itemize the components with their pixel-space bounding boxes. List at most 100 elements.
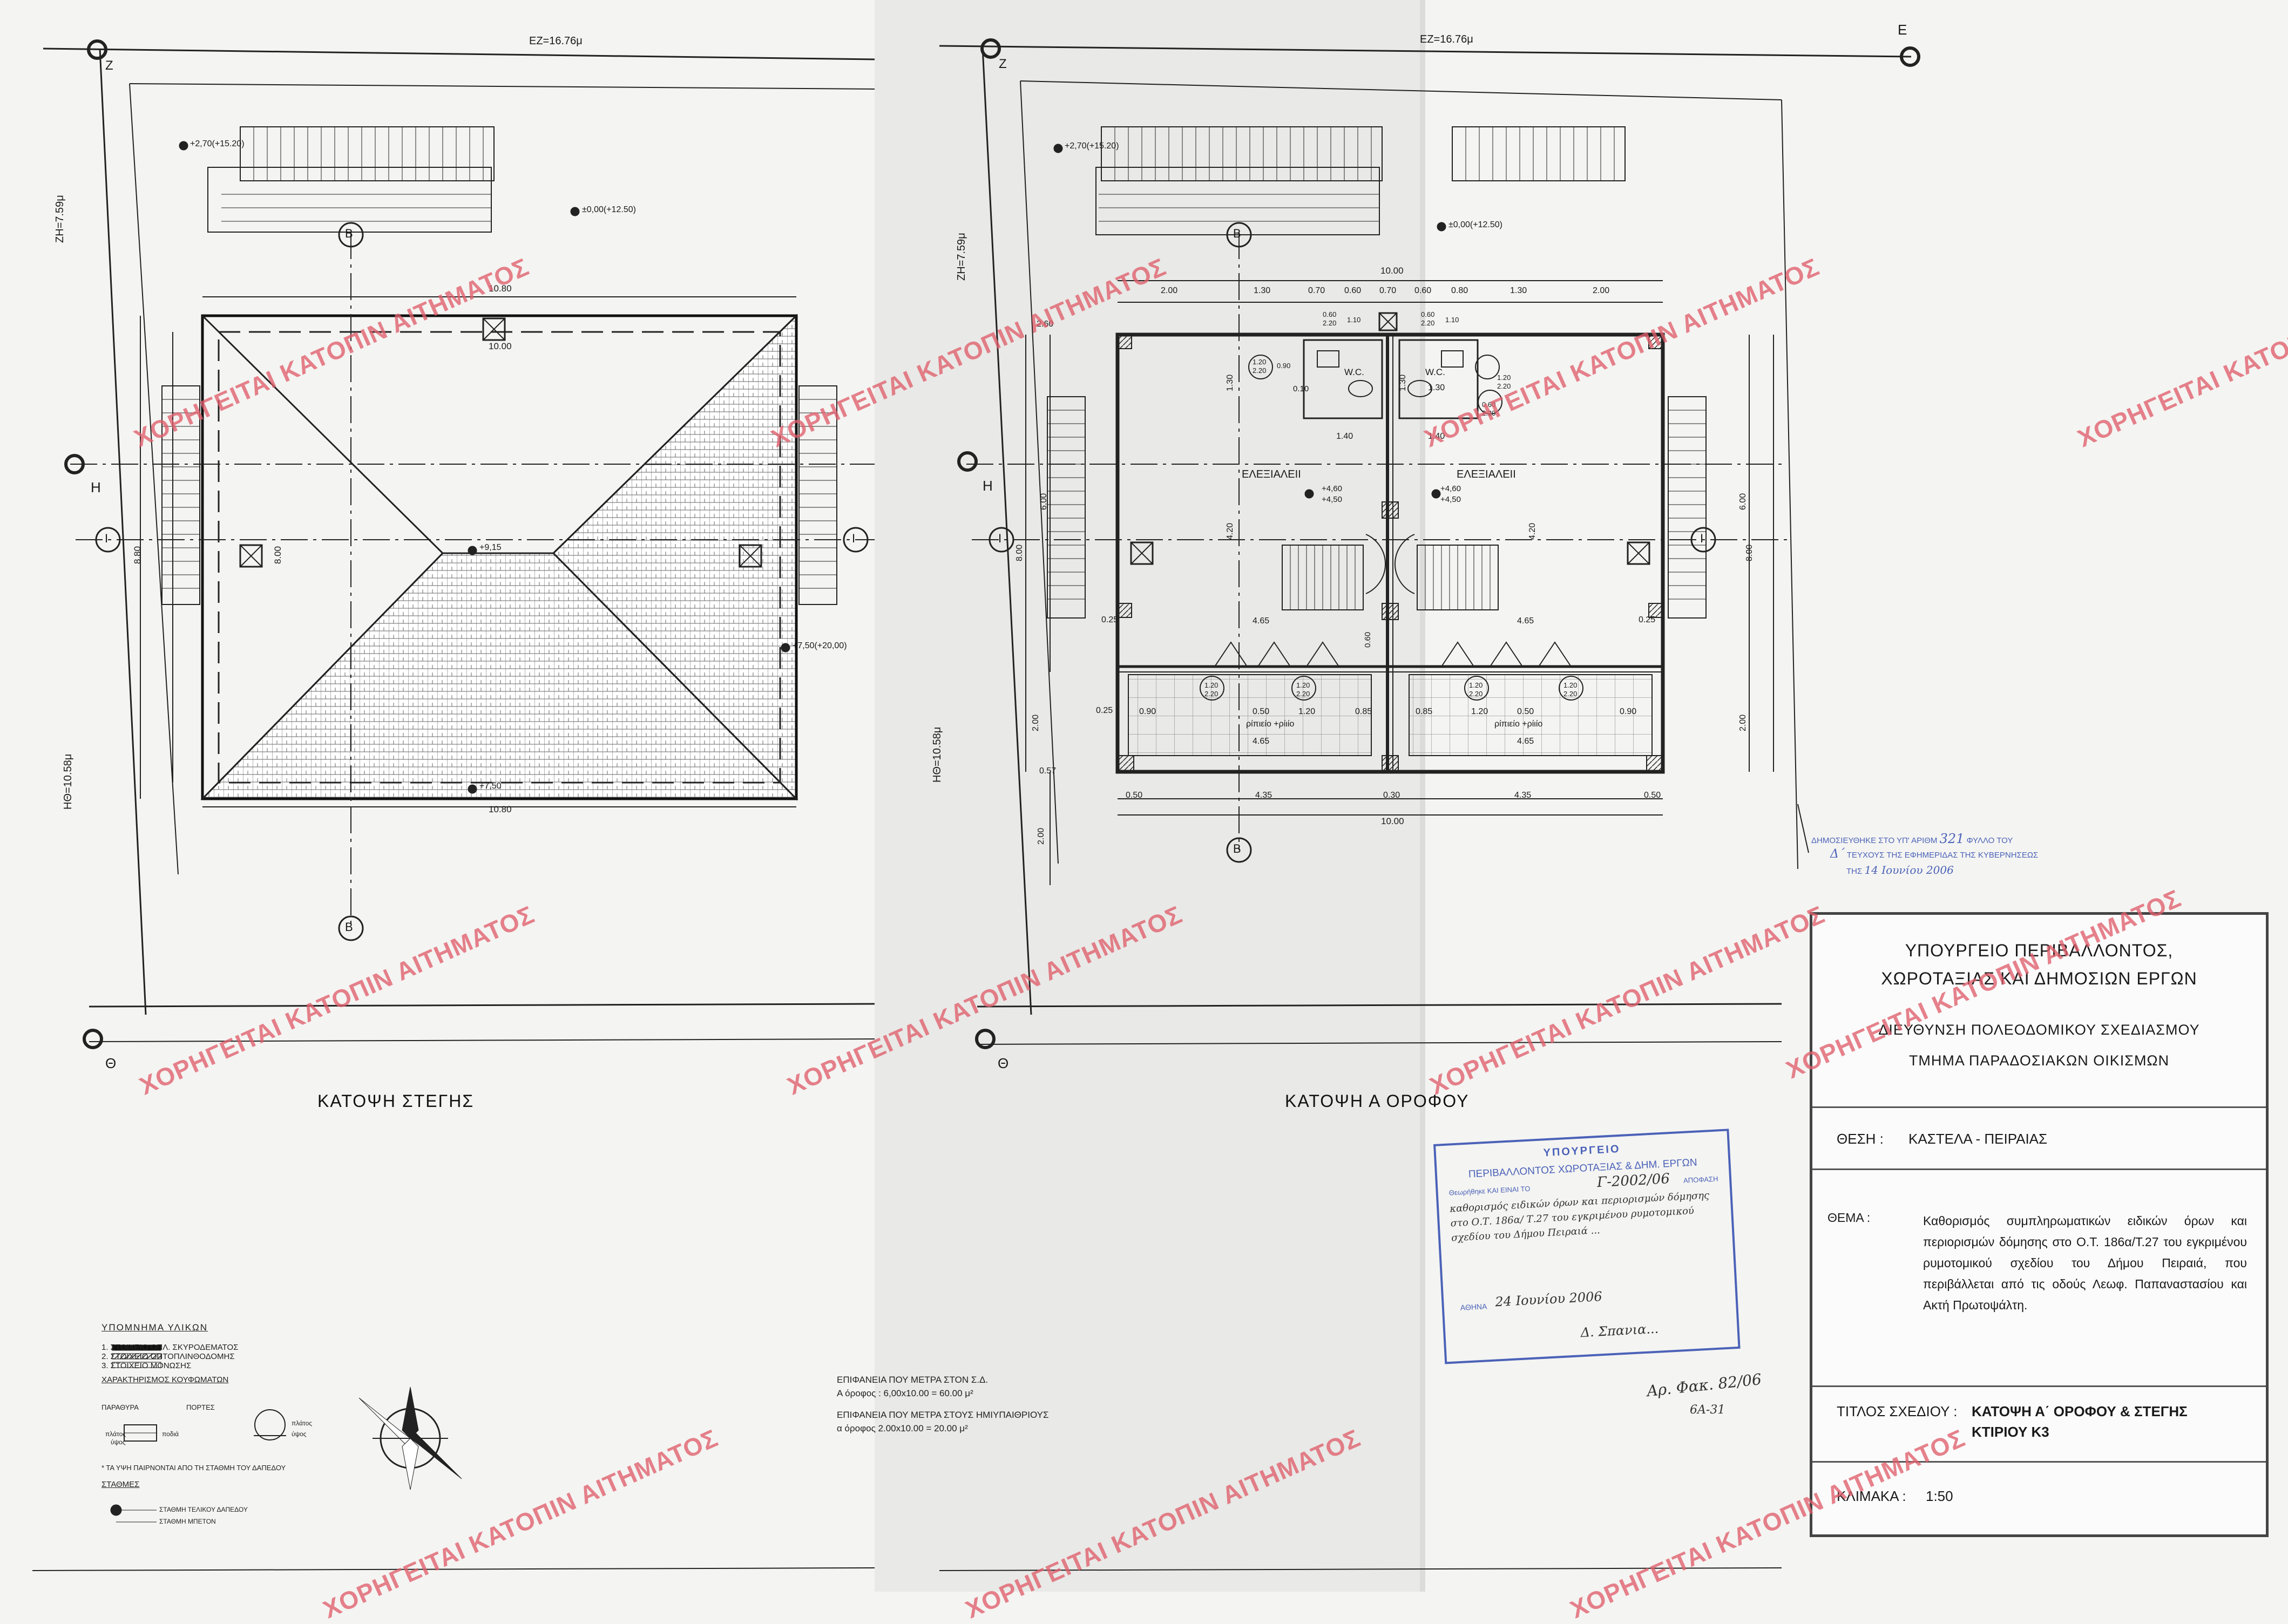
room-depth-right: 6.00 bbox=[1738, 493, 1748, 510]
window-tag-e: 0.60 2.20 bbox=[1482, 400, 1496, 417]
approval-stamp-decision: ΑΠΟΦΑΣΗ bbox=[1683, 1174, 1718, 1185]
publication-stamp: ΔΗΜΟΣΙΕΥΘΗΚΕ ΣΤΟ ΥΠ' ΑΡΙΘΜ 321 ΦΥΛΛΟ ΤΟΥ bbox=[1811, 831, 2013, 846]
balcony-width-right: 4.65 bbox=[1517, 737, 1534, 746]
dim-057: 0.57 bbox=[1039, 766, 1057, 776]
pub-issue: Δ΄ bbox=[1830, 847, 1845, 861]
scale-label: ΚΛΙΜΑΚΑ : bbox=[1837, 1488, 1906, 1504]
stair-level-right-2: +4,50 bbox=[1440, 495, 1461, 504]
dim-090-a: 0.90 bbox=[1139, 707, 1156, 716]
approval-stamp-date: 24 Ιουνίου 2006 bbox=[1494, 1289, 1603, 1310]
zh-dim-right: ZH=7.59μ bbox=[956, 233, 967, 281]
roof-inner-width: 10.00 bbox=[489, 341, 512, 351]
legend-height-label: ύψος bbox=[111, 1438, 126, 1446]
bottom-chain-0: 0.50 bbox=[1126, 791, 1143, 800]
pub-date: 14 Ιουνίου 2006 bbox=[1864, 864, 1954, 876]
fold-band bbox=[875, 0, 1420, 1592]
room-label-right: ΕΛΕΞΙΑΛΕΙΙ bbox=[1457, 468, 1516, 480]
legend-windows: ΠΑΡΑΘΥΡΑ bbox=[101, 1403, 139, 1411]
drawing-title-line-2: ΚΤΙΡΙΟΥ Κ3 bbox=[1972, 1424, 2049, 1440]
axis-b-top-left: B bbox=[345, 227, 353, 240]
window-tag-d: 1.20 2.20 bbox=[1497, 373, 1511, 390]
bottom-chain-1: 4.35 bbox=[1255, 791, 1272, 800]
grid-label-theta-right: Θ bbox=[998, 1055, 1009, 1071]
fold-crease bbox=[1420, 0, 1425, 1592]
first-floor-plan bbox=[939, 38, 1920, 1571]
room-inner-depth-left: 4.20 bbox=[1226, 522, 1235, 540]
window-tag-b: 0.60 2.20 bbox=[1421, 310, 1435, 327]
top-chain-1: 1.30 bbox=[1254, 286, 1271, 295]
grid-label-e: E bbox=[1898, 22, 1907, 38]
publication-stamp-row3: ΤΗΣ 14 Ιουνίου 2006 bbox=[1846, 864, 1954, 876]
stair-level-right-1: +4,60 bbox=[1440, 484, 1461, 493]
approval-stamp-line: Θεωρήθηκε ΚΑΙ ΕΙΝΑΙ ΤΟ bbox=[1448, 1184, 1531, 1197]
wc-depth-mid: 1.30 bbox=[1398, 374, 1407, 391]
bottom-chain-3: 4.35 bbox=[1514, 791, 1532, 800]
dim-060: 0.60 bbox=[1363, 631, 1372, 648]
pub-number: 321 bbox=[1939, 831, 1965, 846]
legend-item-1: 1. ΣΤΟΙΧΕΙΟ ΟΠΛ. ΣΚΥΡΟΔΕΜΑΤΟΣ bbox=[101, 1343, 239, 1352]
grid-label-z-left: Z bbox=[105, 58, 113, 73]
approval-stamp-ref: Γ-2002/06 bbox=[1596, 1171, 1670, 1191]
department-line-2: ΤΜΗΜΑ ΠΑΡΑΔΟΣΙΑΚΩΝ ΟΙΚΙΣΜΩΝ bbox=[1908, 1052, 2170, 1069]
top-chain-5: 0.60 bbox=[1414, 286, 1432, 295]
room-width-right: 4.65 bbox=[1517, 616, 1534, 626]
window-tag-f: 1.20 2.20 bbox=[1204, 681, 1219, 698]
level-ridge: +9,15 bbox=[479, 543, 502, 552]
dim-120-b: 1.20 bbox=[1471, 707, 1488, 716]
approval-stamp-signature: Δ. Σπανια... bbox=[1580, 1321, 1659, 1341]
room-inner-depth-right: 4.20 bbox=[1528, 522, 1537, 540]
top-chain-8: 2.00 bbox=[1593, 286, 1610, 295]
level-eave: +7,50(+20,00) bbox=[793, 641, 847, 650]
total-depth-left: 8.00 bbox=[1015, 544, 1024, 561]
dim-120-a: 1.20 bbox=[1298, 707, 1316, 716]
dim-050-b: 0.50 bbox=[1517, 707, 1534, 716]
window-width-tag-c: 0.90 bbox=[1277, 362, 1291, 370]
grid-label-h-right: H bbox=[983, 478, 993, 494]
approval-stamp: ΥΠΟΥΡΓΕΙΟ ΠΕΡΙΒΑΛΛΟΝΤΟΣ ΧΩΡΟΤΑΞΙΑΣ & ΔΗΜ… bbox=[1433, 1129, 1741, 1364]
legend-level-concrete: ΣΤΑΘΜΗ ΜΠΕΤΟΝ bbox=[159, 1518, 216, 1525]
approval-stamp-city: ΑΘΗΝΑ bbox=[1460, 1302, 1487, 1312]
wc-depth-left: 1.30 bbox=[1226, 374, 1235, 391]
dim-025-a: 0.25 bbox=[1101, 615, 1119, 624]
title-block-divider bbox=[1812, 1168, 2266, 1170]
balcony-depth-right: 2.00 bbox=[1738, 714, 1748, 731]
subject-label: ΘΕΜΑ : bbox=[1827, 1211, 1871, 1225]
top-chain-3: 0.60 bbox=[1344, 286, 1362, 295]
drawing-title-line-1: ΚΑΤΟΨΗ Α΄ ΟΡΟΦΟΥ & ΣΤΕΓΗΣ bbox=[1972, 1403, 2188, 1419]
room-depth-left: 6.00 bbox=[1039, 493, 1048, 510]
wc-label-left: W.C. bbox=[1344, 367, 1364, 377]
legend-sill-label: ποδιά bbox=[162, 1430, 179, 1438]
plan-title-roof: ΚΑΤΟΨΗ ΣΤΕΓΗΣ bbox=[317, 1091, 475, 1111]
axis-i-right-1: I bbox=[998, 532, 1002, 545]
level-b-left: ±0,00(+12.50) bbox=[582, 205, 636, 214]
ez-dim-right: EZ=16.76μ bbox=[1420, 33, 1473, 45]
balcony-label-right: ρίπιείο +ρίιίο bbox=[1494, 719, 1543, 729]
wc-width-left: 1.40 bbox=[1336, 432, 1353, 441]
location-label: ΘΕΣΗ : bbox=[1837, 1131, 1884, 1147]
grid-label-z-right: Z bbox=[999, 57, 1007, 71]
ministry-line-1: ΥΠΟΥΡΓΕΙΟ ΠΕΡΙΒΑΛΛΟΝΤΟΣ, bbox=[1905, 941, 2174, 960]
balcony-width-left: 4.65 bbox=[1253, 737, 1270, 746]
htheta-dim-left: HΘ=10.58μ bbox=[62, 753, 74, 810]
window-tag-c: 1.20 2.20 bbox=[1253, 358, 1267, 375]
pub-line-2: ΦΥΛΛΟ ΤΟΥ bbox=[1966, 836, 2013, 845]
title-block-divider bbox=[1812, 1106, 2266, 1108]
legend-symbols bbox=[110, 1344, 286, 1523]
offset-depth: 2.00 bbox=[1037, 827, 1046, 845]
legend-levels-title: ΣΤΑΘΜΕΣ bbox=[101, 1480, 140, 1489]
window-tag-a: 0.60 2.20 bbox=[1323, 310, 1337, 327]
legend-door-height: ύψος bbox=[292, 1430, 307, 1438]
ministry-line-2: ΧΩΡΟΤΑΞΙΑΣ ΚΑΙ ΔΗΜΟΣΙΩΝ ΕΡΓΩΝ bbox=[1881, 969, 2197, 988]
axis-i-left-1: I bbox=[105, 532, 109, 545]
north-arrow bbox=[358, 1387, 462, 1490]
area-line-2: Α όροφος : 6,00x10.00 = 60.00 μ² bbox=[837, 1388, 973, 1398]
scale-value: 1:50 bbox=[1926, 1488, 1953, 1504]
window-tag-g: 1.20 2.20 bbox=[1296, 681, 1310, 698]
wc-width-tag-a: 1.10 bbox=[1347, 316, 1361, 324]
title-block-divider bbox=[1812, 1385, 2266, 1387]
stair-level-left-2: +4,50 bbox=[1322, 495, 1342, 504]
bottom-chain-4: 0.50 bbox=[1644, 791, 1661, 800]
bottom-total-dim: 10.00 bbox=[1381, 816, 1404, 826]
